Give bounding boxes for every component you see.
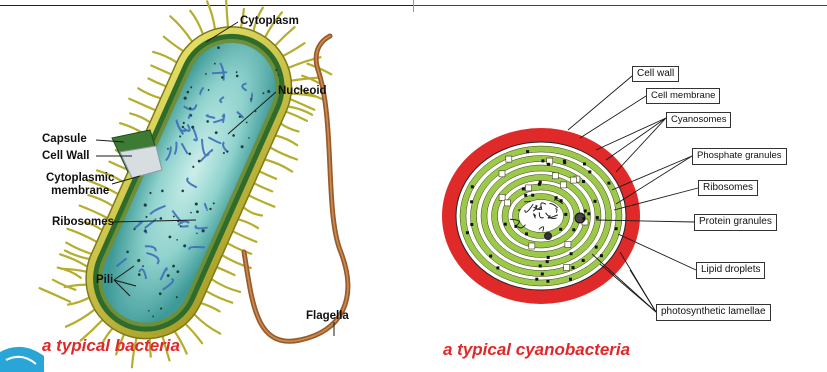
label-cyano-lipid-droplets: Lipid droplets xyxy=(696,262,765,279)
label-cyano-ribosomes: Ribosomes xyxy=(698,180,758,196)
label-cyano-cyanosomes: Cyanosomes xyxy=(666,112,731,128)
label-cyano-cell-membrane: Cell membrane xyxy=(646,88,720,104)
label-cyano-protein-granules: Protein granules xyxy=(694,214,777,231)
caption-cyanobacteria: a typical cyanobacteria xyxy=(443,340,630,360)
label-cyano-photosynthetic-lamellae: photosynthetic lamellae xyxy=(656,304,771,321)
label-cyano-cell-wall: Cell wall xyxy=(632,66,679,82)
label-cyano-phosphate-granules: Phosphate granules xyxy=(692,148,787,165)
